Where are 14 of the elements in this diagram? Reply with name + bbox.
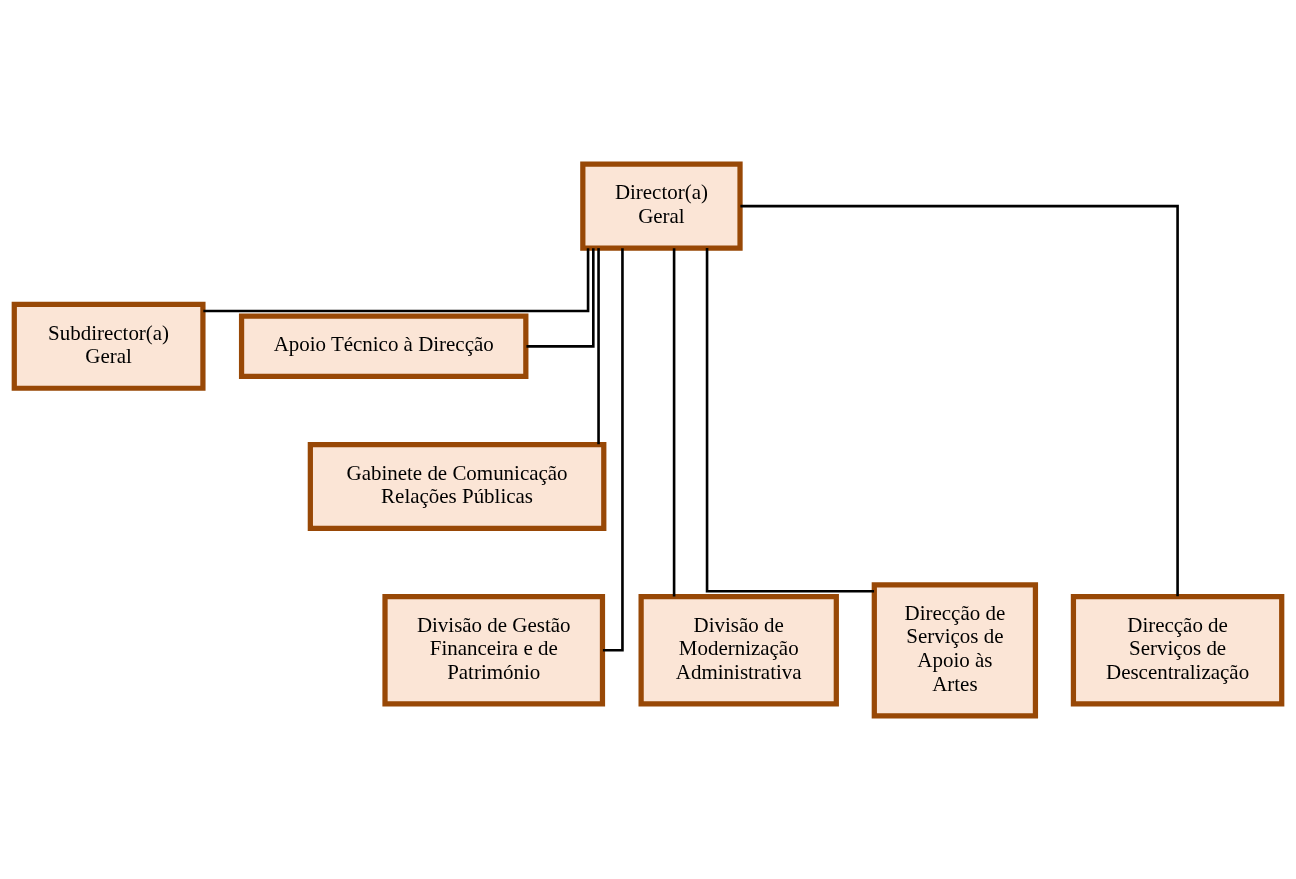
node-box: Direcção de Serviços de Apoio às Artes: [871, 581, 1039, 718]
node-box: Apoio Técnico à Direcção: [238, 313, 529, 379]
node-box: Gabinete de Comunicação Relações Públicas: [307, 441, 607, 531]
node-box: Direcção de Serviços de Descentralização: [1070, 593, 1285, 707]
node-box: Director(a) Geral: [580, 161, 743, 251]
connector: [203, 247, 590, 312]
connector: [705, 247, 875, 593]
node-box: Subdirector(a) Geral: [11, 301, 206, 391]
node-box: Divisão de Gestão Financeira e de Património: [382, 593, 606, 707]
connector: [597, 247, 600, 444]
node-box: Divisão de Modernização Administrativa: [638, 593, 839, 707]
connector: [672, 247, 676, 596]
connector: [740, 204, 1179, 596]
connector: [526, 247, 595, 348]
